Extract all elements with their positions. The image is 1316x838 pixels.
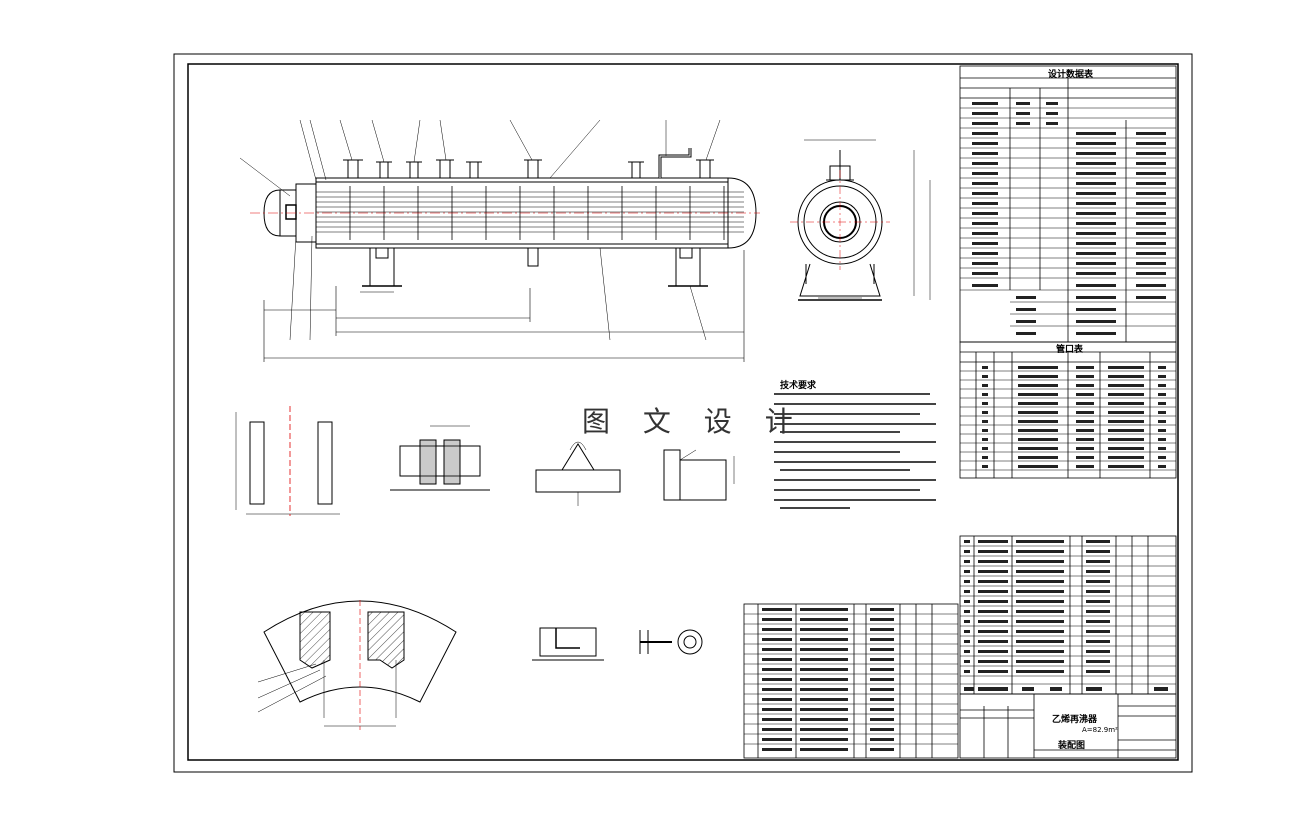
design-data-table-title: 设计数据表 <box>1048 70 1094 80</box>
leader-lines <box>239 119 721 341</box>
tech-requirements-title: 技术要求 <box>780 381 817 391</box>
main-elevation-view <box>239 119 760 362</box>
parts-list-right-rows <box>960 545 1176 685</box>
nozzle-table-cell-marks <box>982 366 1166 468</box>
title-block <box>959 693 1177 759</box>
end-view <box>790 139 931 301</box>
dimension-lines <box>263 250 745 362</box>
design-data-rows <box>960 107 1176 327</box>
tube-bundle <box>316 191 744 233</box>
left-saddle <box>369 248 395 287</box>
design-data-cell-marks <box>972 102 1166 335</box>
outer-frame <box>173 53 1193 773</box>
inner-frame <box>187 63 1179 761</box>
parts-list-left <box>743 603 959 759</box>
watermark: 图 文 设 计 <box>582 405 805 438</box>
parts-list-right <box>959 535 1177 695</box>
parts-list-left-rows <box>744 613 958 745</box>
design-data-table <box>959 65 1177 343</box>
parts-list-right-cell-marks <box>964 540 1168 691</box>
drawing-name: 乙烯再沸器 <box>1052 715 1098 725</box>
nozzle-table-rows <box>960 370 1176 471</box>
detail-views <box>235 406 735 730</box>
nozzle-table <box>959 341 1177 479</box>
drawing-type: 装配图 <box>1058 741 1086 751</box>
nozzle-table-title: 管口表 <box>1056 345 1084 355</box>
drawing-area: A=82.9m² <box>1082 726 1118 734</box>
top-nozzles <box>343 148 714 179</box>
tech-requirements-lines <box>774 393 936 509</box>
parts-list-left-cell-marks <box>762 608 894 751</box>
